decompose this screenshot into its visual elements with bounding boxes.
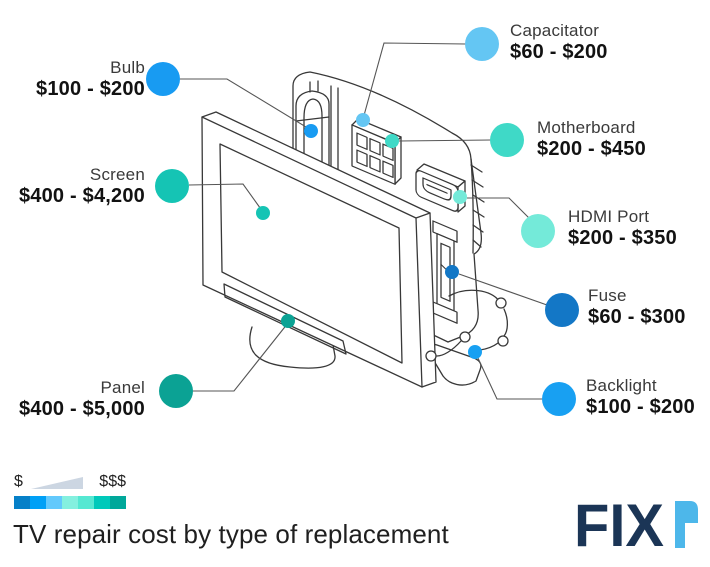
screen-connector — [188, 183, 264, 213]
label-screen: Screen $400 - $4,200 — [0, 164, 145, 208]
part-price: $400 - $5,000 — [18, 398, 145, 420]
bulb-marker-dot — [304, 124, 318, 138]
tv-front-frame — [201, 111, 437, 388]
capacitator-dot — [465, 27, 499, 61]
legend-low-label: $ — [14, 473, 23, 490]
capacitator-connector — [362, 42, 467, 120]
capacitator-marker-dot — [356, 113, 370, 127]
part-name: Screen — [89, 165, 145, 184]
scale-swatch — [94, 496, 110, 509]
hdmi-dot — [521, 214, 555, 248]
motherboard-connector — [398, 139, 492, 142]
screen-marker-dot — [256, 206, 270, 220]
scale-swatch — [46, 496, 62, 509]
backlight-marker-dot — [468, 345, 482, 359]
panel-connector — [193, 322, 289, 392]
tv-screen-area — [219, 143, 403, 364]
logo-r-icon — [675, 501, 698, 548]
part-name: Motherboard — [537, 118, 636, 137]
backlight-connector — [476, 355, 543, 400]
bulb-housing — [295, 80, 330, 173]
part-price: $100 - $200 — [36, 78, 145, 100]
cost-legend: $ $$$ — [14, 473, 126, 511]
panel-marker-dot — [281, 314, 295, 328]
screen-dot — [155, 169, 189, 203]
bulb-dot — [146, 62, 180, 96]
motherboard-dot — [490, 123, 524, 157]
label-hdmi-port: HDMI Port $200 - $350 — [568, 206, 710, 250]
part-price: $60 - $200 — [510, 41, 608, 63]
scale-swatch — [30, 496, 46, 509]
part-price: $200 - $350 — [568, 227, 677, 249]
part-price: $100 - $200 — [586, 396, 695, 418]
fixr-logo: FIX — [576, 501, 698, 551]
motherboard-marker-dot — [385, 134, 399, 148]
label-bulb: Bulb $100 - $200 — [0, 57, 145, 101]
label-panel: Panel $400 - $5,000 — [0, 377, 145, 421]
panel-dot — [159, 374, 193, 408]
page-title: TV repair cost by type of replacement — [13, 519, 449, 549]
label-fuse: Fuse $60 - $300 — [588, 285, 710, 329]
label-motherboard: Motherboard $200 - $450 — [537, 117, 707, 161]
backlight-dot — [542, 382, 576, 416]
part-name: HDMI Port — [568, 207, 650, 226]
scale-swatch — [14, 496, 30, 509]
part-name: Fuse — [588, 286, 627, 305]
scale-swatch — [78, 496, 94, 509]
label-capacitator: Capacitator $60 - $200 — [510, 20, 680, 64]
scale-swatch — [110, 496, 126, 509]
marker-dots — [256, 113, 482, 359]
part-price: $60 - $300 — [588, 306, 686, 328]
fuse-connector — [458, 273, 548, 306]
fuse-marker-dot — [445, 265, 459, 279]
cost-wedge-icon — [31, 477, 83, 489]
fuse-dot — [545, 293, 579, 327]
scale-swatch — [62, 496, 78, 509]
backlight-leds — [425, 289, 509, 362]
tv-stand — [249, 326, 336, 369]
part-name: Panel — [100, 378, 145, 397]
bulb-connector — [180, 78, 312, 131]
part-price: $400 - $4,200 — [18, 185, 145, 207]
part-name: Bulb — [110, 58, 145, 77]
connector-lines — [180, 42, 548, 400]
tv-illustration — [180, 42, 548, 400]
part-price: $200 - $450 — [537, 138, 646, 160]
hdmi-connector — [467, 197, 530, 219]
hdmi-marker-dot — [453, 190, 467, 204]
legend-color-scale — [14, 496, 126, 509]
logo-text: FIX — [576, 501, 664, 551]
part-name: Capacitator — [510, 21, 600, 40]
legend-high-label: $$$ — [99, 473, 126, 490]
part-name: Backlight — [586, 376, 657, 395]
label-backlight: Backlight $100 - $200 — [586, 375, 710, 419]
front-panel-strip — [223, 283, 347, 355]
hdmi-port-shape — [415, 163, 466, 213]
